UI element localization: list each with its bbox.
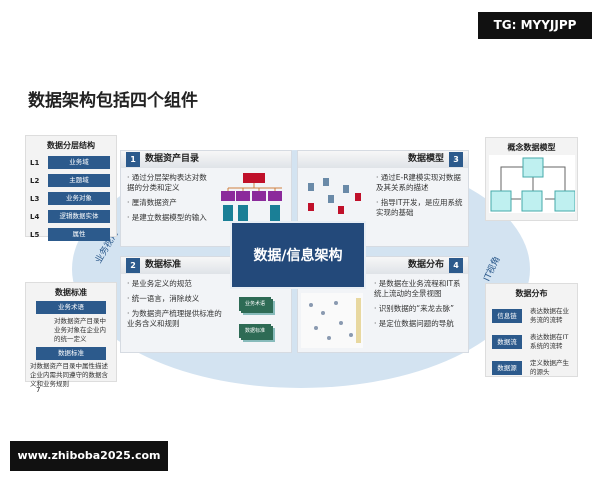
- distribution-box: 数据分布 信息链表达数据在业务流的流转数据流表达数据在IT系统的流转数据源定义数…: [485, 283, 578, 377]
- distribution-desc: 表达数据在IT系统的流转: [530, 333, 569, 350]
- bullet: · 通过E-R建模实现对数据及其关系的描述: [376, 173, 461, 192]
- layer-level: L5: [30, 230, 40, 239]
- term-desc: 对数据资产目录中业务对象在企业内的统一定义: [54, 317, 106, 343]
- panel-number: 4: [449, 258, 463, 273]
- distribution-desc: 定义数据产生的源头: [530, 359, 569, 376]
- bullet: · 指导IT开发，是应用系统实现的基础: [376, 198, 463, 217]
- standard-label: 数据标准: [36, 347, 106, 360]
- bullet: · 是定位数据问题的导航: [374, 319, 454, 328]
- box-title: 数据标准: [55, 288, 87, 297]
- bullet: · 为数据资产梳理提供标准的业务含义和规则: [127, 309, 222, 328]
- panel-number: 1: [126, 152, 140, 167]
- layer-row: L5 属性: [30, 228, 116, 241]
- bullet: · 统一语言，消除歧义: [127, 294, 200, 303]
- concept-diagram-icon: [489, 155, 576, 213]
- card-term: 业务术语: [239, 297, 271, 311]
- panel-title: 数据资产目录: [145, 154, 200, 164]
- panel-number: 2: [126, 258, 140, 273]
- distribution-row: 数据流表达数据在IT系统的流转: [492, 333, 577, 351]
- watermark-top: TG: MYYJJPP: [478, 12, 592, 39]
- distribution-label: 数据流: [492, 335, 522, 349]
- layer-level: L2: [30, 176, 40, 185]
- bullet: · 是数据在业务流程和IT系统上流动的全景视图: [374, 279, 461, 298]
- term-label: 业务术语: [36, 301, 106, 314]
- bullet: · 是业务定义的规范: [127, 279, 192, 288]
- page-number: 7: [36, 386, 41, 394]
- layer-name: 主题域: [48, 174, 110, 187]
- standard-desc: 对数据资产目录中属性描述企业内需共同遵守的数据含义和业务规则: [30, 362, 108, 388]
- bullet: · 通过分层架构表达对数据的分类和定义: [127, 173, 207, 192]
- bullet: · 识别数据的“来龙去脉”: [374, 304, 455, 313]
- box-title: 数据分布: [515, 289, 548, 298]
- layer-row: L1 业务域: [30, 156, 116, 169]
- panel-title: 数据模型: [407, 154, 444, 164]
- watermark-bottom: www.zhiboba2025.com: [10, 441, 168, 471]
- box-title: 数据分层结构: [47, 141, 95, 150]
- layer-row: L3 业务对象: [30, 192, 116, 205]
- distribution-label: 数据源: [492, 361, 522, 375]
- standards-box: 数据标准 业务术语 对数据资产目录中业务对象在企业内的统一定义 数据标准 对数据…: [25, 282, 117, 388]
- distribution-map-icon: [301, 293, 363, 348]
- box-title: 概念数据模型: [507, 143, 556, 152]
- page-title: 数据架构包括四个组件: [28, 91, 198, 111]
- card-standard: 数据标准: [239, 324, 271, 338]
- layer-name: 属性: [48, 228, 110, 241]
- layer-name: 逻辑数据实体: [48, 210, 110, 223]
- layer-structure-box: 数据分层结构 L1 业务域 L2 主题域 L3 业务对象 L4 逻辑数据实体 L5 属性: [25, 135, 117, 241]
- panel-number: 3: [449, 152, 463, 167]
- distribution-desc: 表达数据在业务流的流转: [530, 307, 569, 324]
- layer-level: L4: [30, 212, 40, 221]
- bullet: · 厘清数据资产: [127, 198, 177, 207]
- distribution-row: 信息链表达数据在业务流的流转: [492, 307, 577, 325]
- layer-row: L4 逻辑数据实体: [30, 210, 116, 223]
- layer-name: 业务域: [48, 156, 110, 169]
- panel-data-standards: 2 数据标准 · 是业务定义的规范 · 统一语言，消除歧义 · 为数据资产梳理提供…: [120, 256, 292, 353]
- layer-name: 业务对象: [48, 192, 110, 205]
- hierarchy-icon: [221, 173, 282, 221]
- concept-model-box: 概念数据模型: [485, 137, 578, 221]
- panel-title: 数据标准: [145, 260, 182, 270]
- bullet: · 是建立数据模型的输入: [127, 213, 207, 222]
- layer-row: L2 主题域: [30, 174, 116, 187]
- panel-title: 数据分布: [407, 260, 444, 270]
- panel-asset-catalog: 1 数据资产目录 · 通过分层架构表达对数据的分类和定义 · 厘清数据资产 · 是…: [120, 150, 292, 247]
- layer-level: L1: [30, 158, 40, 167]
- er-diagram-icon: [308, 178, 361, 214]
- distribution-label: 信息链: [492, 309, 522, 323]
- distribution-row: 数据源定义数据产生的源头: [492, 359, 577, 377]
- center-box: 数据/信息架构: [230, 221, 366, 289]
- layer-level: L3: [30, 194, 40, 203]
